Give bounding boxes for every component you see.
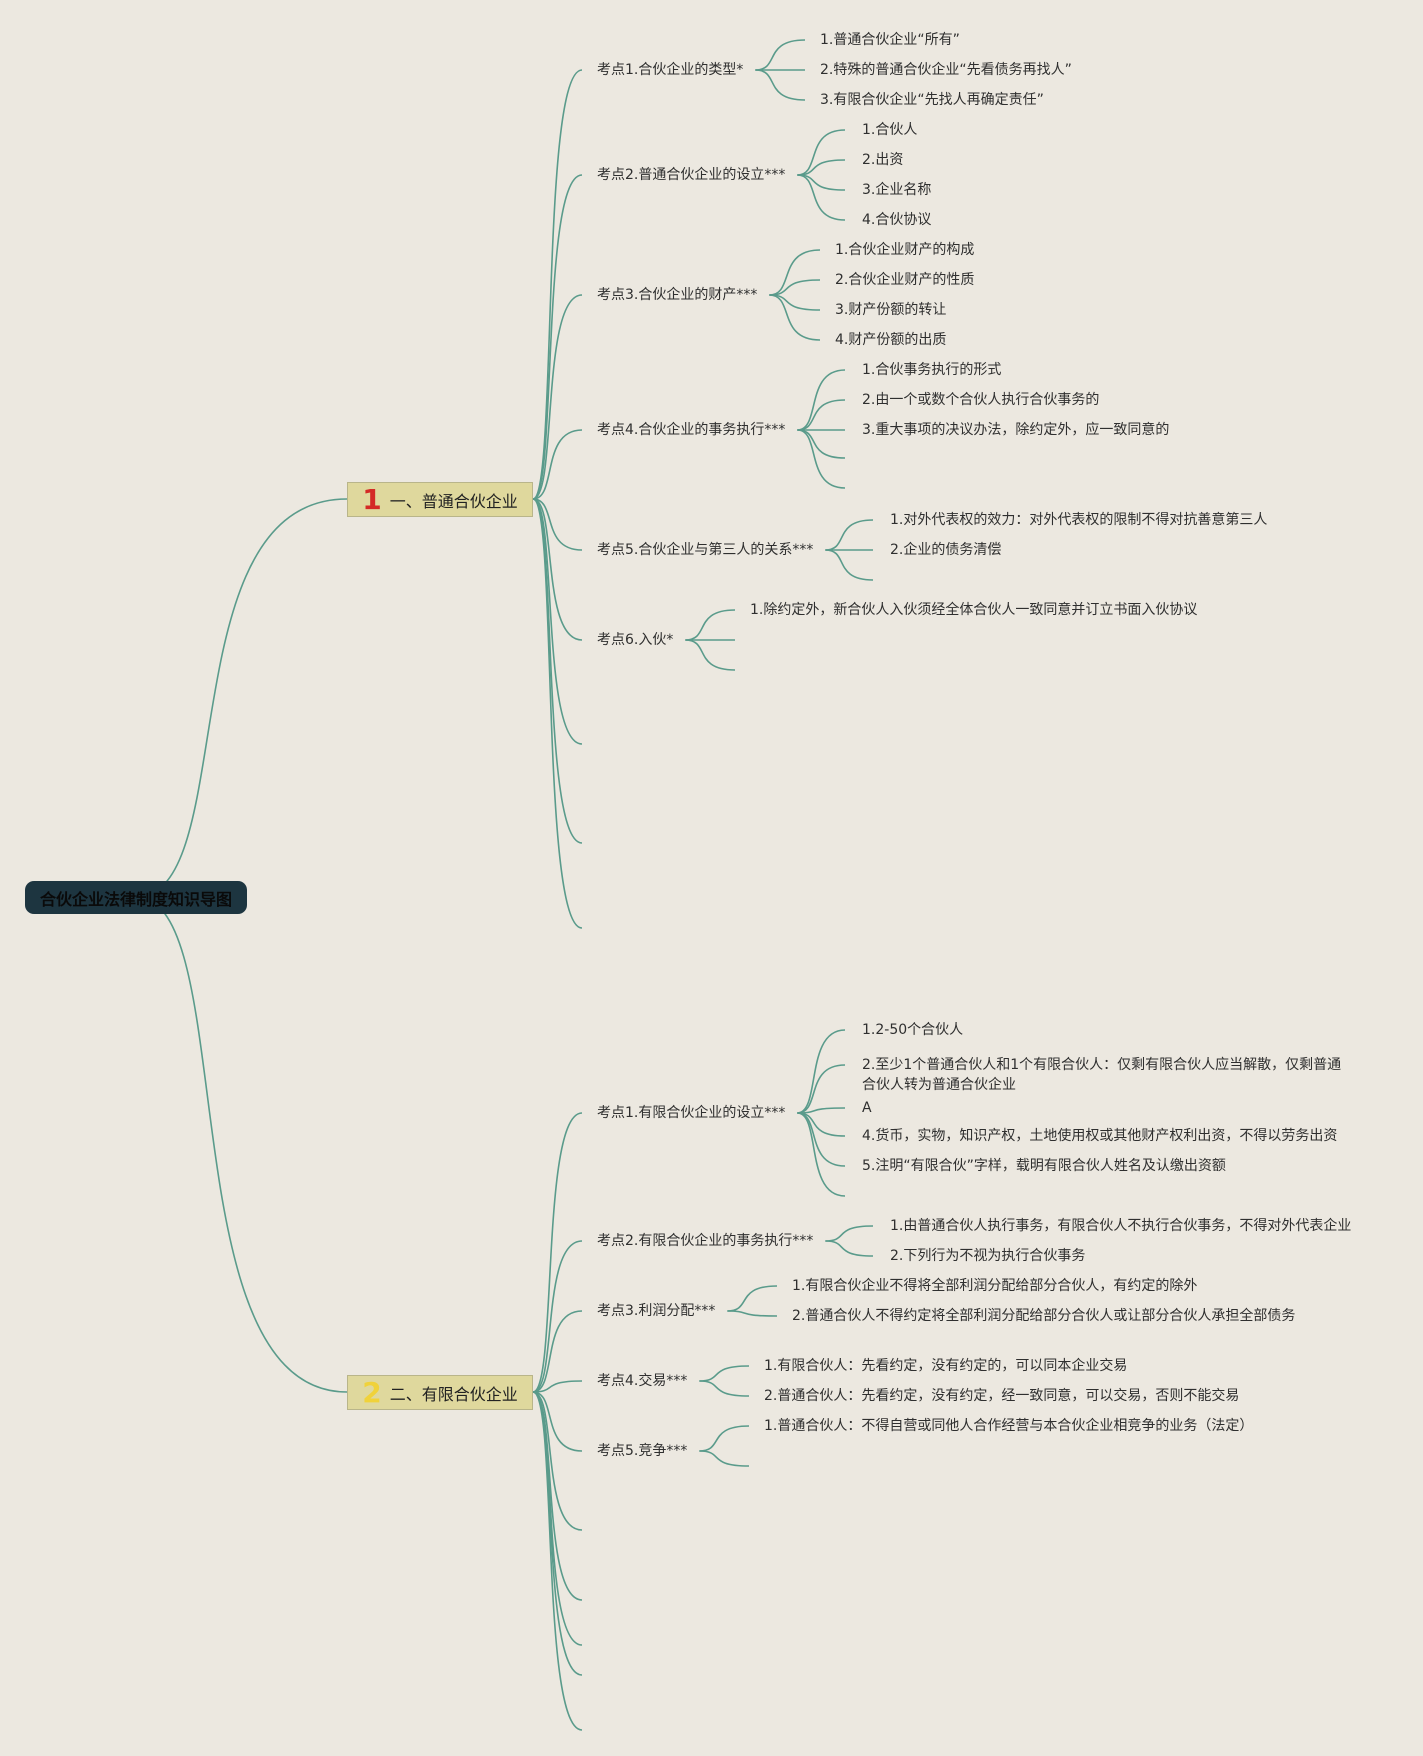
leaf-item[interactable]: 2.合伙企业财产的性质 (835, 272, 975, 288)
leaf-item[interactable]: 3.有限合伙企业“先找人再确定责任” (820, 92, 1044, 108)
leaf-item[interactable]: 1.2-50个合伙人 (862, 1022, 964, 1038)
branch-label: 一、普通合伙企业 (389, 491, 518, 511)
leaf-item[interactable]: 1.由普通合伙人执行事务，有限合伙人不执行合伙事务，不得对外代表企业 (890, 1218, 1352, 1234)
topic-item-connector (825, 1240, 874, 1257)
leaf-item[interactable]: 3.财产份额的转让 (835, 302, 947, 318)
branch-topic-connector (532, 69, 583, 500)
branch-topic-connector (532, 1391, 583, 1676)
branch-topic-connector (532, 1240, 583, 1393)
leaf-item[interactable]: 5.注明“有限合伙”字样，载明有限合伙人姓名及认缴出资额 (862, 1158, 1226, 1174)
branch-number-icon: 2 (362, 1375, 382, 1409)
topic-item-connector (699, 1365, 750, 1382)
topic-item-connector (727, 1310, 778, 1317)
topic-item-connector (797, 429, 846, 459)
topic-item-connector (769, 279, 821, 296)
branch-topic-connector (532, 174, 583, 500)
branch-node-2[interactable]: 2 二、有限合伙企业 (347, 1375, 533, 1410)
leaf-item[interactable]: 4.货币，实物，知识产权，土地使用权或其他财产权利出资，不得以劳务出资 (862, 1128, 1338, 1144)
leaf-item[interactable]: 2.特殊的普通合伙企业“先看债务再找人” (820, 62, 1072, 78)
branch-topic-connector (532, 429, 583, 500)
topic-node[interactable]: 考点2.有限合伙企业的事务执行*** (597, 1233, 814, 1249)
topic-item-connector (825, 519, 874, 551)
topic-item-connector (797, 1064, 846, 1114)
branch-topic-connector (532, 498, 583, 641)
topic-item-connector (797, 174, 846, 221)
topic-item-connector (797, 159, 846, 176)
root-node[interactable]: 合伙企业法律制度知识导图 (25, 881, 247, 914)
topic-item-connector (755, 39, 806, 71)
topic-item-connector (769, 249, 821, 296)
branch-topic-connector (532, 1310, 583, 1393)
leaf-item[interactable]: 3.企业名称 (862, 182, 932, 198)
topic-item-connector (699, 1425, 750, 1452)
topic-item-connector (797, 1112, 846, 1167)
leaf-item[interactable]: 1.有限合伙企业不得将全部利润分配给部分合伙人，有约定的除外 (792, 1278, 1198, 1294)
leaf-item[interactable]: 1.普通合伙人：不得自营或同他人合作经营与本合伙企业相竞争的业务（法定） (764, 1418, 1254, 1434)
branch-topic-connector (532, 1380, 583, 1393)
topic-item-connector (797, 369, 846, 431)
topic-node[interactable]: 考点5.竞争*** (597, 1443, 688, 1459)
branch-node-1[interactable]: 1 一、普通合伙企业 (347, 482, 533, 517)
branch-topic-connector (532, 1391, 583, 1731)
topic-item-connector (797, 1112, 846, 1197)
leaf-item[interactable]: 1.普通合伙企业“所有” (820, 32, 960, 48)
topic-node[interactable]: 考点5.合伙企业与第三人的关系*** (597, 542, 814, 558)
topic-node[interactable]: 考点2.普通合伙企业的设立*** (597, 167, 786, 183)
leaf-item[interactable]: 2.由一个或数个合伙人执行合伙事务的 (862, 392, 1100, 408)
leaf-item[interactable]: 2.普通合伙人：先看约定，没有约定，经一致同意，可以交易，否则不能交易 (764, 1388, 1240, 1404)
topic-item-connector (727, 1285, 778, 1312)
leaf-item[interactable]: 4.合伙协议 (862, 212, 932, 228)
topic-item-connector (685, 639, 736, 671)
topic-item-connector (825, 549, 874, 581)
topic-item-connector (769, 294, 821, 341)
topic-item-connector (797, 1029, 846, 1114)
topic-node[interactable]: 考点1.合伙企业的类型* (597, 62, 744, 78)
leaf-item[interactable]: 1.除约定外，新合伙人入伙须经全体合伙人一致同意并订立书面入伙协议 (750, 602, 1198, 618)
leaf-item[interactable]: 1.合伙企业财产的构成 (835, 242, 975, 258)
topic-item-connector (699, 1450, 750, 1467)
leaf-item[interactable]: 1.合伙事务执行的形式 (862, 362, 1002, 378)
topic-node[interactable]: 考点4.合伙企业的事务执行*** (597, 422, 786, 438)
topic-node[interactable]: 考点4.交易*** (597, 1373, 688, 1389)
leaf-item[interactable]: 2.下列行为不视为执行合伙事务 (890, 1248, 1086, 1264)
topic-node[interactable]: 考点3.合伙企业的财产*** (597, 287, 758, 303)
branch-label: 二、有限合伙企业 (389, 1384, 518, 1404)
topic-item-connector (797, 129, 846, 176)
topic-item-connector (699, 1380, 750, 1397)
leaf-item[interactable]: 2.企业的债务清偿 (890, 542, 1002, 558)
topic-item-connector (685, 609, 736, 641)
branch-topic-connector (532, 1112, 583, 1393)
leaf-item[interactable]: 4.财产份额的出质 (835, 332, 947, 348)
branch-number-icon: 1 (362, 482, 382, 516)
branch-topic-connector (532, 1391, 583, 1531)
leaf-item[interactable]: 1.合伙人 (862, 122, 918, 138)
topic-item-connector (825, 1225, 874, 1242)
branch-topic-connector (532, 498, 583, 844)
leaf-item[interactable]: A (862, 1100, 872, 1116)
topic-node[interactable]: 考点3.利润分配*** (597, 1303, 716, 1319)
root-branch-connector (135, 896, 348, 1393)
leaf-item[interactable]: 1.对外代表权的效力：对外代表权的限制不得对抗善意第三人 (890, 512, 1268, 528)
topic-node[interactable]: 考点6.入伙* (597, 632, 674, 648)
branch-topic-connector (532, 294, 583, 500)
branch-topic-connector (532, 498, 583, 745)
leaf-item[interactable]: 1.有限合伙人：先看约定，没有约定的，可以同本企业交易 (764, 1358, 1128, 1374)
root-branch-connector (135, 498, 348, 898)
root-title: 合伙企业法律制度知识导图 (39, 889, 232, 909)
branch-topic-connector (532, 1391, 583, 1452)
leaf-item[interactable]: 2.出资 (862, 152, 904, 168)
topic-item-connector (797, 429, 846, 489)
leaf-item[interactable]: 3.重大事项的决议办法，除约定外，应一致同意的 (862, 422, 1170, 438)
leaf-item[interactable]: 2.普通合伙人不得约定将全部利润分配给部分合伙人或让部分合伙人承担全部债务 (792, 1308, 1296, 1324)
topic-node[interactable]: 考点1.有限合伙企业的设立*** (597, 1105, 786, 1121)
branch-topic-connector (532, 498, 583, 929)
leaf-item[interactable]: 2.至少1个普通合伙人和1个有限合伙人：仅剩有限合伙人应当解散，仅剩普通合伙人转… (862, 1057, 1342, 1093)
topic-item-connector (797, 399, 846, 431)
branch-topic-connector (532, 498, 583, 551)
topic-item-connector (755, 69, 806, 101)
